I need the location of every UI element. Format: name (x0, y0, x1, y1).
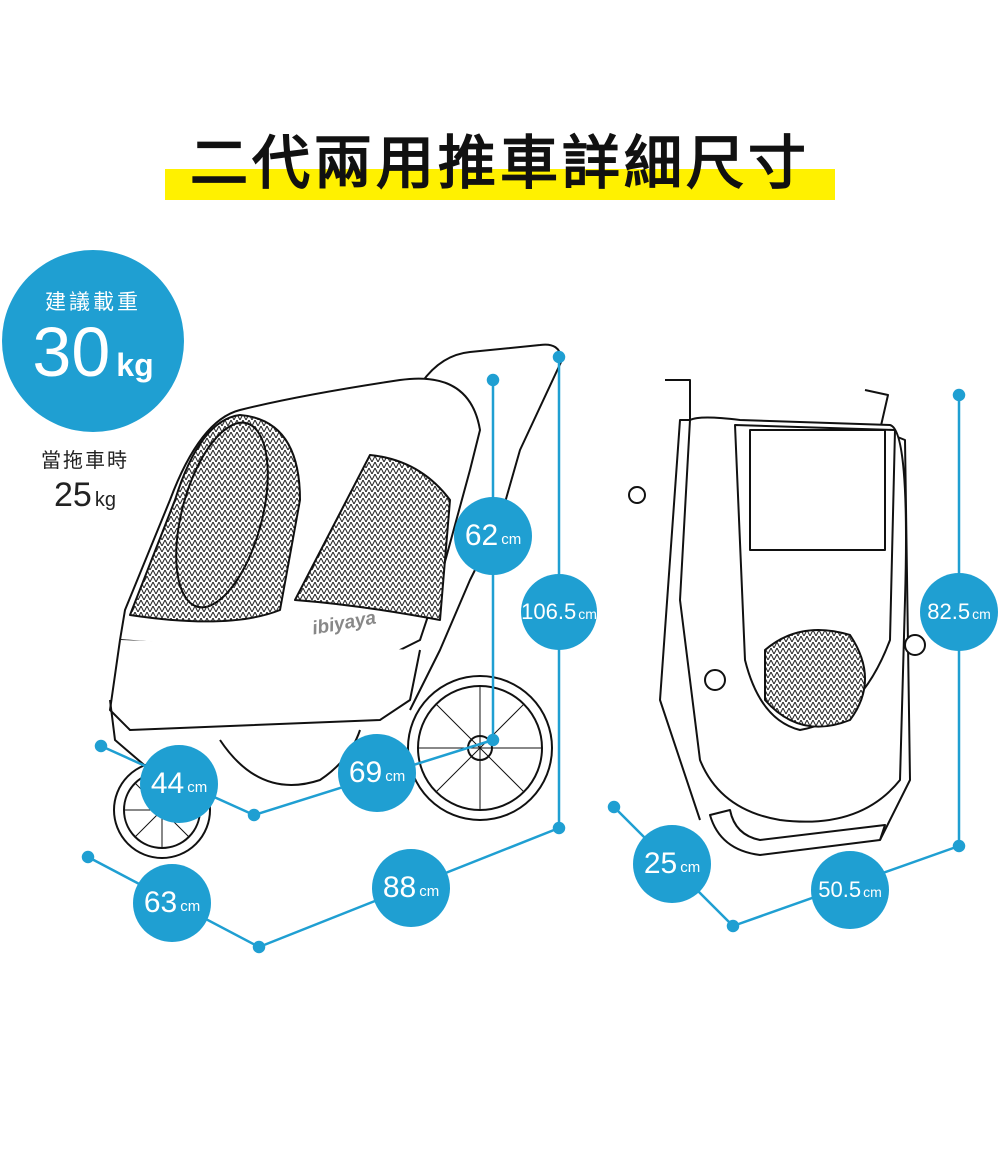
title-highlight (165, 169, 835, 200)
page-title: 二代兩用推車詳細尺寸 (165, 128, 835, 200)
dim-point (952, 388, 966, 402)
tow-number: 25 (54, 476, 92, 514)
load-unit: kg (116, 347, 154, 383)
title-text: 二代兩用推車詳細尺寸 (189, 129, 810, 197)
tow-label: 當拖車時 (41, 448, 129, 472)
folded-mesh (764, 629, 866, 728)
front-fork (109, 699, 151, 771)
tow-unit: kg (94, 489, 116, 511)
dim-point (486, 373, 500, 387)
side-mesh (294, 454, 451, 621)
front-mesh (129, 414, 301, 623)
body-base (109, 639, 421, 731)
dim-point (94, 739, 108, 753)
dim-point (552, 350, 566, 364)
unfolded-stroller (109, 343, 563, 859)
folded-top-pocket (749, 429, 886, 551)
dim-point (81, 850, 95, 864)
folded-base (709, 809, 886, 856)
folded-stroller (628, 379, 926, 856)
load-label: 建議載重 (45, 290, 141, 314)
front-window (175, 421, 269, 609)
load-number: 30 (32, 313, 111, 391)
dim-point (607, 800, 621, 814)
